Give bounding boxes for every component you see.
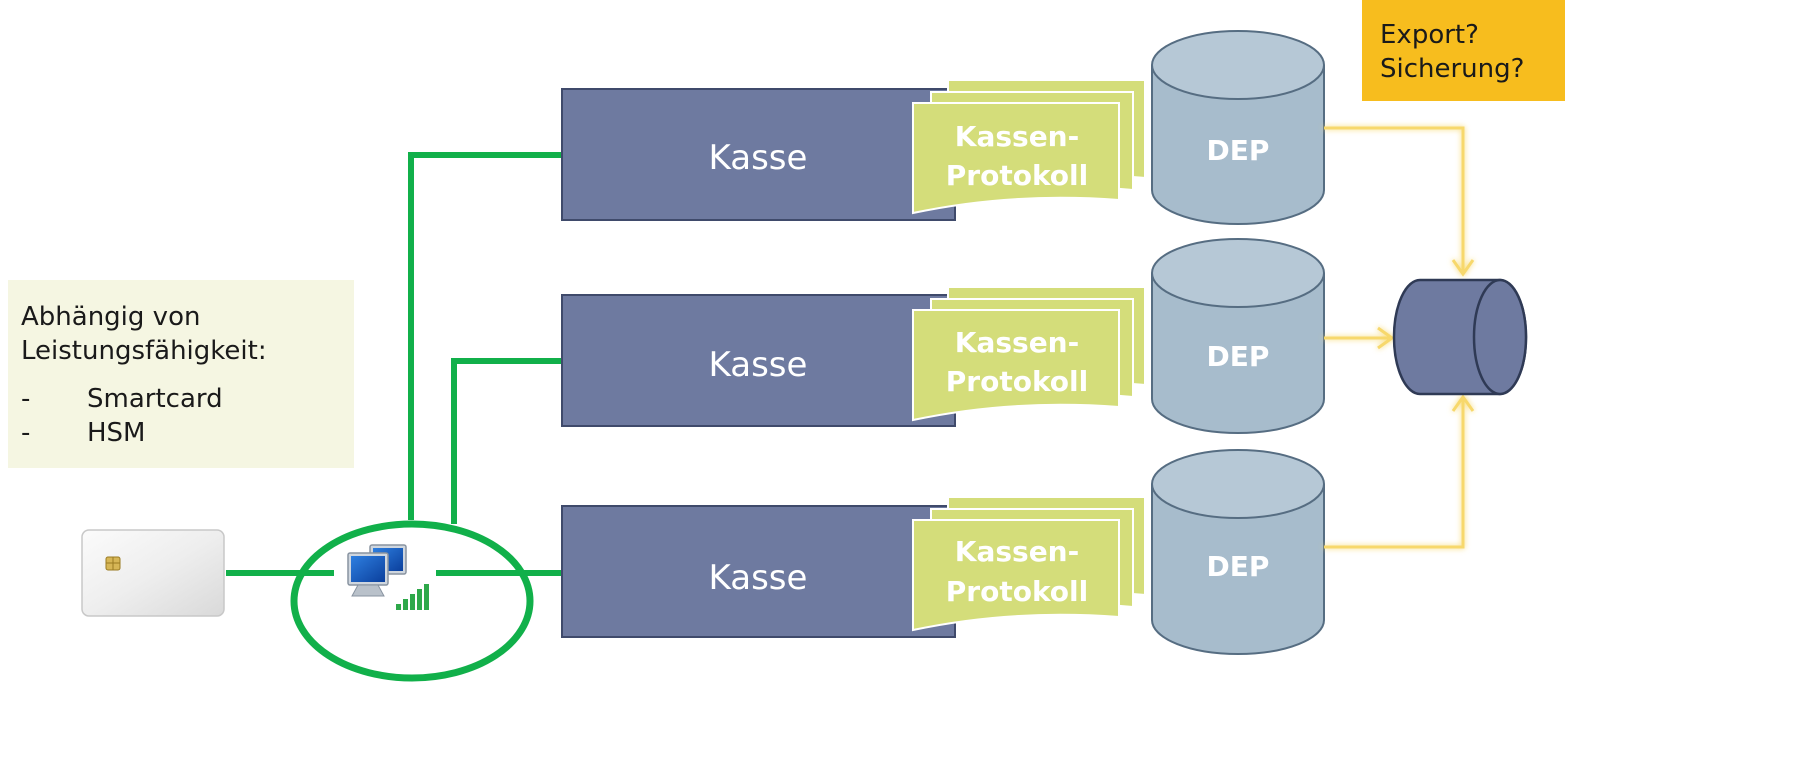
dep-label: DEP (1207, 550, 1270, 583)
dep-label: DEP (1207, 134, 1270, 167)
register-box (561, 88, 956, 221)
hub-to-register-2 (451, 358, 562, 524)
dep-label: DEP (1207, 340, 1270, 373)
list-item: - Smartcard (21, 382, 354, 416)
register-row-3: Kasse Kassen- Protokoll DEP (561, 449, 1325, 655)
protocol-stack (912, 79, 1146, 215)
register-label: Kasse (709, 138, 808, 178)
note-line-1: Export? (1380, 20, 1479, 50)
protocol-label-line1: Kassen- (955, 120, 1079, 153)
export-question-note: Export? Sicherung? (1362, 0, 1565, 101)
register-label: Kasse (709, 558, 808, 598)
protocol-label-line1: Kassen- (955, 535, 1079, 568)
list-item-text: HSM (87, 418, 146, 448)
network-highlight-circle (290, 520, 534, 682)
export-arrow-3-head (1451, 394, 1475, 412)
list-item-text: Smartcard (87, 384, 223, 414)
hub-to-register-1 (408, 152, 562, 520)
smartcard-icon (81, 529, 225, 617)
export-arrow-3 (1324, 397, 1465, 549)
register-row-2: Kasse Kassen- Protokoll DEP (561, 238, 1325, 434)
info-line-2: Leistungsfähigkeit: (21, 336, 267, 366)
export-arrow-1-head (1451, 259, 1475, 277)
protocol-stack (912, 286, 1146, 422)
capability-list: - Smartcard - HSM (21, 382, 354, 450)
connectors (226, 152, 562, 682)
list-bullet: - (21, 418, 31, 448)
storage-drum-icon (1392, 278, 1528, 396)
export-arrow-1 (1324, 126, 1465, 274)
protocol-label-line2: Protokoll (946, 365, 1089, 398)
protocol-label-line2: Protokoll (946, 159, 1089, 192)
list-bullet: - (21, 384, 31, 414)
dep-storage-cylinder (1151, 449, 1325, 655)
note-line-2: Sicherung? (1380, 54, 1525, 84)
protocol-label-line2: Protokoll (946, 575, 1089, 608)
register-box (561, 294, 956, 427)
register-label: Kasse (709, 345, 808, 385)
dep-storage-cylinder (1151, 30, 1325, 225)
register-row-1: Kasse Kassen- Protokoll DEP (561, 30, 1325, 225)
export-arrows (1324, 126, 1475, 549)
protocol-label-line1: Kassen- (955, 326, 1079, 359)
list-item: - HSM (21, 416, 354, 450)
protocol-stack (912, 496, 1146, 632)
capability-info-box: Abhängig von Leistungsfähigkeit: - Smart… (8, 280, 354, 468)
network-computer-icon (347, 544, 429, 610)
export-arrow-2-head (1377, 326, 1395, 350)
dep-storage-cylinder (1151, 238, 1325, 434)
info-line-1: Abhängig von (21, 302, 201, 332)
